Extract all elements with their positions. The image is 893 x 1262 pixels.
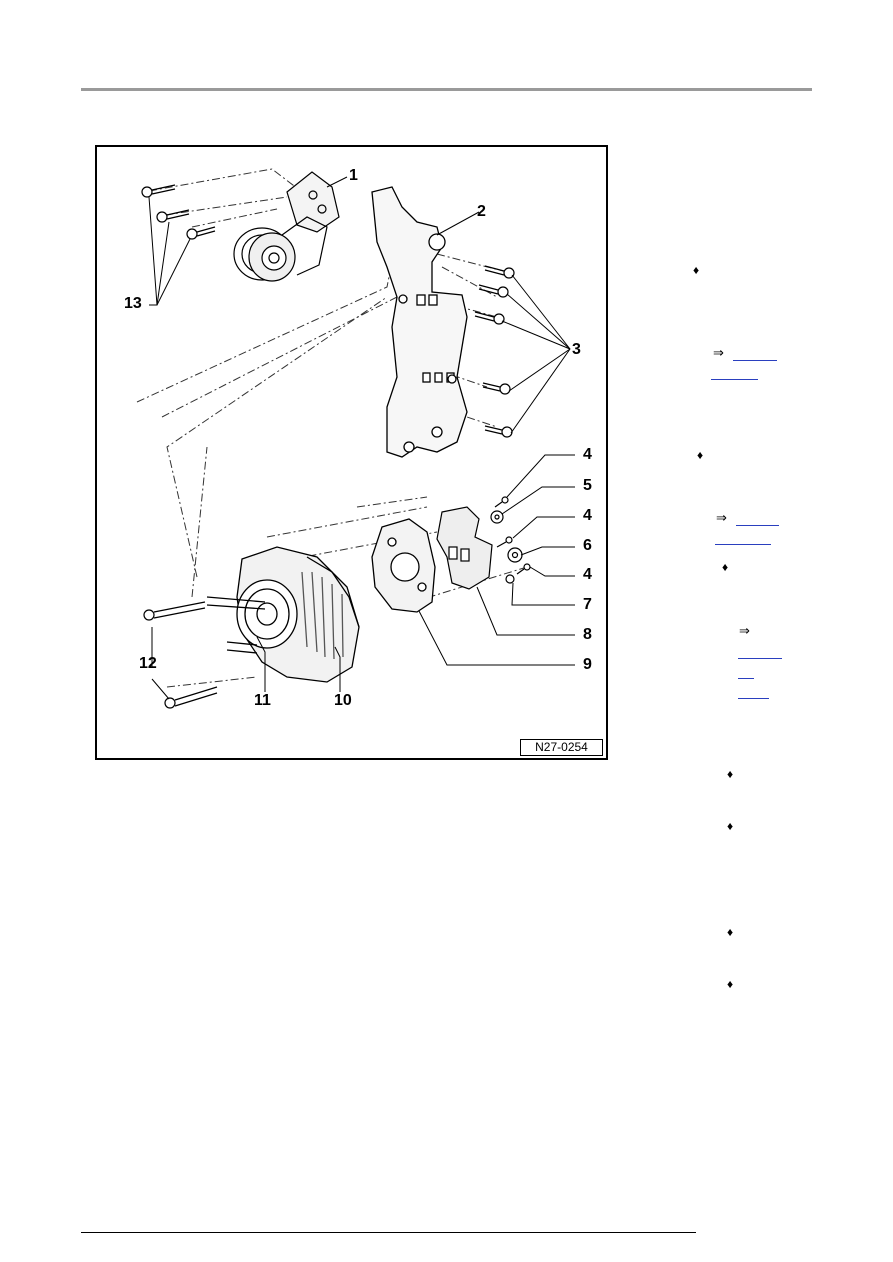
footer-rule <box>81 1232 696 1233</box>
callout-1: 1 <box>349 167 358 184</box>
reference-link[interactable] <box>736 511 779 526</box>
callout-7: 7 <box>583 596 592 613</box>
reference-link[interactable] <box>715 530 771 545</box>
callout-9: 9 <box>583 656 592 673</box>
reference-link[interactable] <box>711 365 758 380</box>
callout-4b: 4 <box>583 507 592 524</box>
reference-arrow-icon: ⇒ <box>713 345 724 360</box>
reference-link[interactable] <box>733 346 777 361</box>
reference-arrow-icon: ⇒ <box>716 510 727 525</box>
header-rule <box>81 88 812 91</box>
callout-12: 12 <box>139 655 157 672</box>
bullet-icon: ♦ <box>727 925 734 939</box>
bullet-icon: ♦ <box>722 560 729 574</box>
callout-10: 10 <box>334 692 352 709</box>
callout-8: 8 <box>583 626 592 643</box>
callout-6: 6 <box>583 537 592 554</box>
callout-5: 5 <box>583 477 592 494</box>
reference-link[interactable] <box>738 644 782 659</box>
reference-link[interactable] <box>738 684 769 699</box>
callout-4a: 4 <box>583 446 592 463</box>
callout-4c: 4 <box>583 566 592 583</box>
exploded-diagram: 1 2 3 4 5 4 6 4 7 8 9 10 11 12 13 N27-02… <box>95 145 608 760</box>
alternator-exploded-view <box>136 168 575 709</box>
bullet-icon: ♦ <box>727 977 734 991</box>
callout-3: 3 <box>572 341 581 358</box>
callout-13: 13 <box>124 295 142 312</box>
figure-id-label: N27-0254 <box>520 739 603 756</box>
bullet-icon: ♦ <box>727 819 734 833</box>
reference-link[interactable] <box>738 664 754 679</box>
bullet-icon: ♦ <box>693 263 700 277</box>
reference-arrow-icon: ⇒ <box>739 623 750 638</box>
bullet-icon: ♦ <box>727 767 734 781</box>
bullet-icon: ♦ <box>697 448 704 462</box>
callout-11: 11 <box>254 692 271 709</box>
callout-2: 2 <box>477 203 486 220</box>
